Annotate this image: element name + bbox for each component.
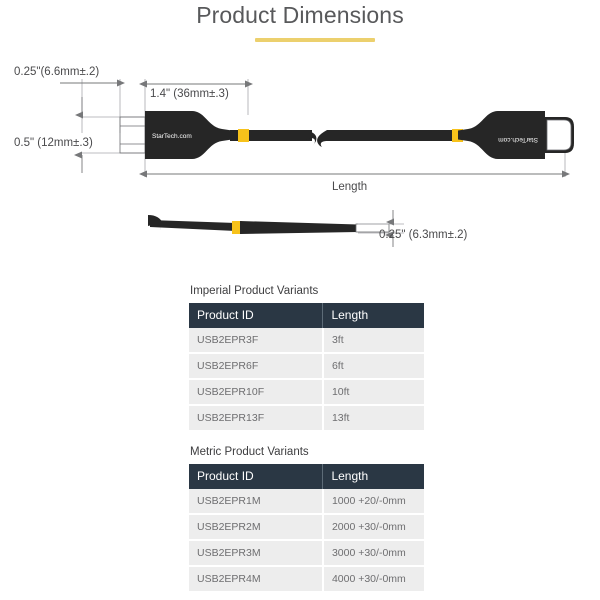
table-row: USB2EPR3F 3ft	[189, 328, 424, 354]
label-connector-width: 0.25"(6.6mm±.2)	[14, 66, 100, 78]
cell-length: 4000 +30/-0mm	[322, 566, 424, 591]
imperial-variants-table: Product ID Length USB2EPR3F 3ft USB2EPR6…	[189, 303, 424, 430]
table-row: USB2EPR3M 3000 +30/-0mm	[189, 540, 424, 567]
table-row: USB2EPR13F 13ft	[189, 405, 424, 430]
title-underline-rule	[255, 38, 375, 42]
table-row: USB2EPR4M 4000 +30/-0mm	[189, 566, 424, 591]
brand-text-left: StarTech.com	[152, 133, 192, 140]
connector-usb-a-left: StarTech.com	[119, 111, 232, 159]
table-row: USB2EPR1M 1000 +20/-0mm	[189, 489, 424, 515]
cable-yellow-band-left	[238, 129, 249, 142]
column-header-product-id: Product ID	[189, 464, 324, 489]
table-row: USB2EPR10F 10ft	[189, 379, 424, 406]
cell-length: 3000 +30/-0mm	[322, 540, 424, 567]
label-connector-height: 0.5" (12mm±.3)	[14, 137, 93, 149]
cell-length: 10ft	[322, 379, 424, 406]
cell-product-id: USB2EPR6F	[189, 353, 324, 380]
table-row: USB2EPR2M 2000 +30/-0mm	[189, 514, 424, 541]
cell-length: 13ft	[322, 405, 424, 430]
metric-variants-table: Product ID Length USB2EPR1M 1000 +20/-0m…	[189, 464, 424, 591]
cell-product-id: USB2EPR3M	[189, 540, 324, 567]
table-row: USB2EPR6F 6ft	[189, 353, 424, 380]
cell-product-id: USB2EPR10F	[189, 379, 324, 406]
cell-length: 6ft	[322, 353, 424, 380]
column-header-length: Length	[322, 303, 424, 328]
cell-length: 1000 +20/-0mm	[322, 489, 424, 515]
cable-yellow-band-right	[452, 129, 463, 142]
brand-text-right: StarTech.com	[498, 136, 538, 143]
cable-break-symbol	[317, 130, 334, 147]
column-header-product-id: Product ID	[189, 303, 324, 328]
side-view-yellow-band	[232, 221, 242, 234]
cable-side-view	[148, 215, 390, 234]
column-header-length: Length	[322, 464, 424, 489]
cell-product-id: USB2EPR13F	[189, 405, 324, 430]
page-title: Product Dimensions	[196, 2, 404, 28]
cell-length: 2000 +30/-0mm	[322, 514, 424, 541]
cell-product-id: USB2EPR1M	[189, 489, 324, 515]
label-overall-length: Length	[332, 181, 368, 193]
cell-product-id: USB2EPR2M	[189, 514, 324, 541]
label-connector-length: 1.4" (36mm±.3)	[150, 88, 229, 100]
cable-run-right	[330, 129, 463, 142]
cell-length: 3ft	[322, 328, 424, 354]
cable-run-left	[230, 129, 334, 147]
table-header-row: Product ID Length	[189, 464, 424, 489]
connector-usb-c-right: StarTech.com	[458, 111, 574, 159]
cable-dimension-drawing: StarTech.com StarTech.com	[0, 55, 600, 270]
cell-product-id: USB2EPR3F	[189, 328, 324, 354]
imperial-table-caption: Imperial Product Variants	[190, 285, 319, 297]
metric-table-caption: Metric Product Variants	[190, 446, 309, 458]
label-cable-thickness: 0.25" (6.3mm±.2)	[379, 229, 468, 241]
table-header-row: Product ID Length	[189, 303, 424, 328]
cell-product-id: USB2EPR4M	[189, 566, 324, 591]
